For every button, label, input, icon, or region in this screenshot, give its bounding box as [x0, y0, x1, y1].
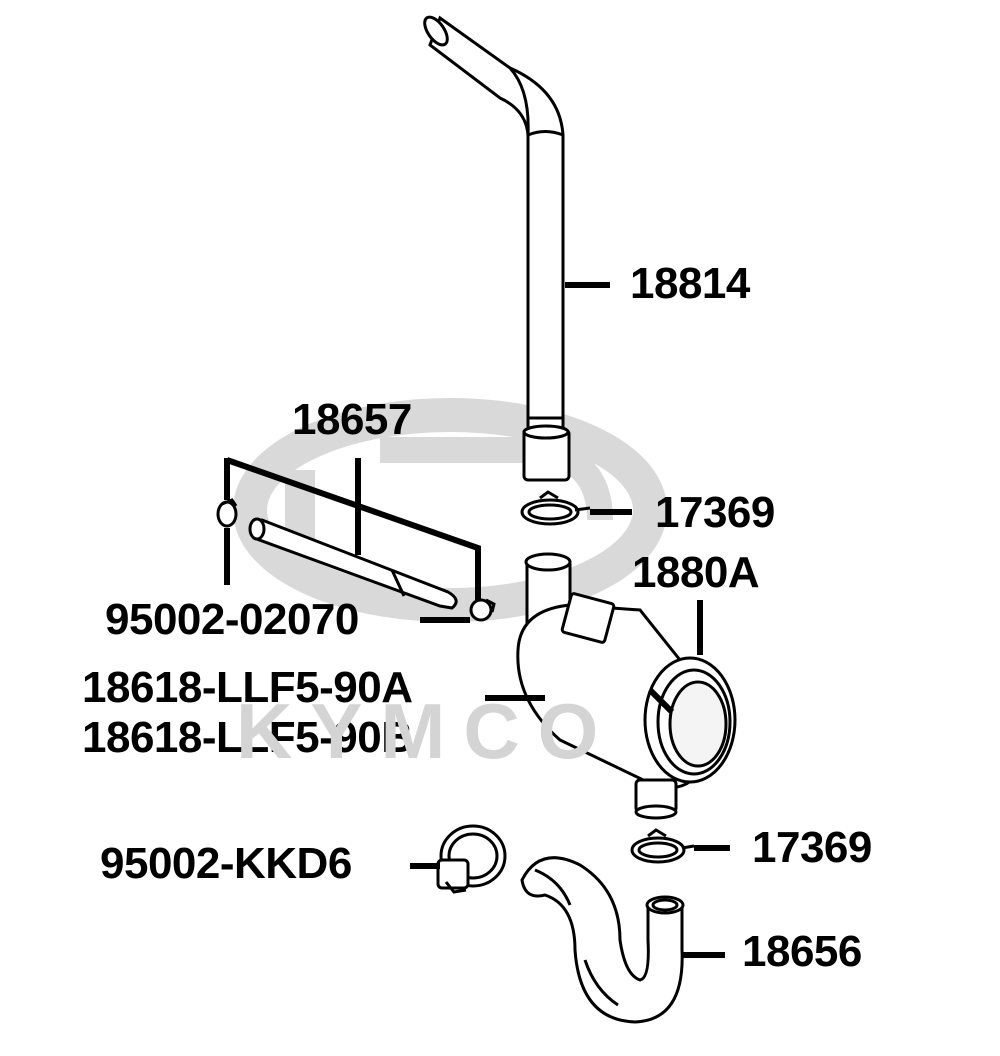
part-label-18618-LLF5-90A: 18618-LLF5-90A	[82, 663, 413, 712]
part-label-1880A: 1880A	[632, 548, 760, 597]
upper-clip-17369-icon	[520, 490, 591, 526]
upper-hose-18814	[423, 15, 571, 482]
part-label-17369-upper: 17369	[655, 488, 775, 537]
part-label-18657: 18657	[292, 395, 412, 444]
small-tube-18657	[248, 517, 458, 610]
part-label-95002-02070: 95002-02070	[105, 595, 359, 644]
part-label-18618-LLF5-90B: 18618-LLF5-90B	[82, 713, 413, 762]
part-label-17369-lower: 17369	[752, 823, 872, 872]
part-label-95002-KKD6: 95002-KKD6	[100, 839, 352, 888]
clamp-small-left-icon	[216, 498, 238, 528]
part-label-18656: 18656	[742, 927, 862, 976]
lower-hose-18656	[520, 856, 685, 1024]
leader-18657	[224, 457, 481, 600]
lower-clip-17369-icon	[630, 828, 695, 864]
watermark-text: KYMCO	[236, 687, 617, 775]
hose-clamp-95002-icon	[436, 824, 507, 894]
leader-lines	[224, 282, 730, 958]
breather-body-1880A	[516, 552, 737, 820]
part-label-18814: 18814	[630, 259, 750, 308]
